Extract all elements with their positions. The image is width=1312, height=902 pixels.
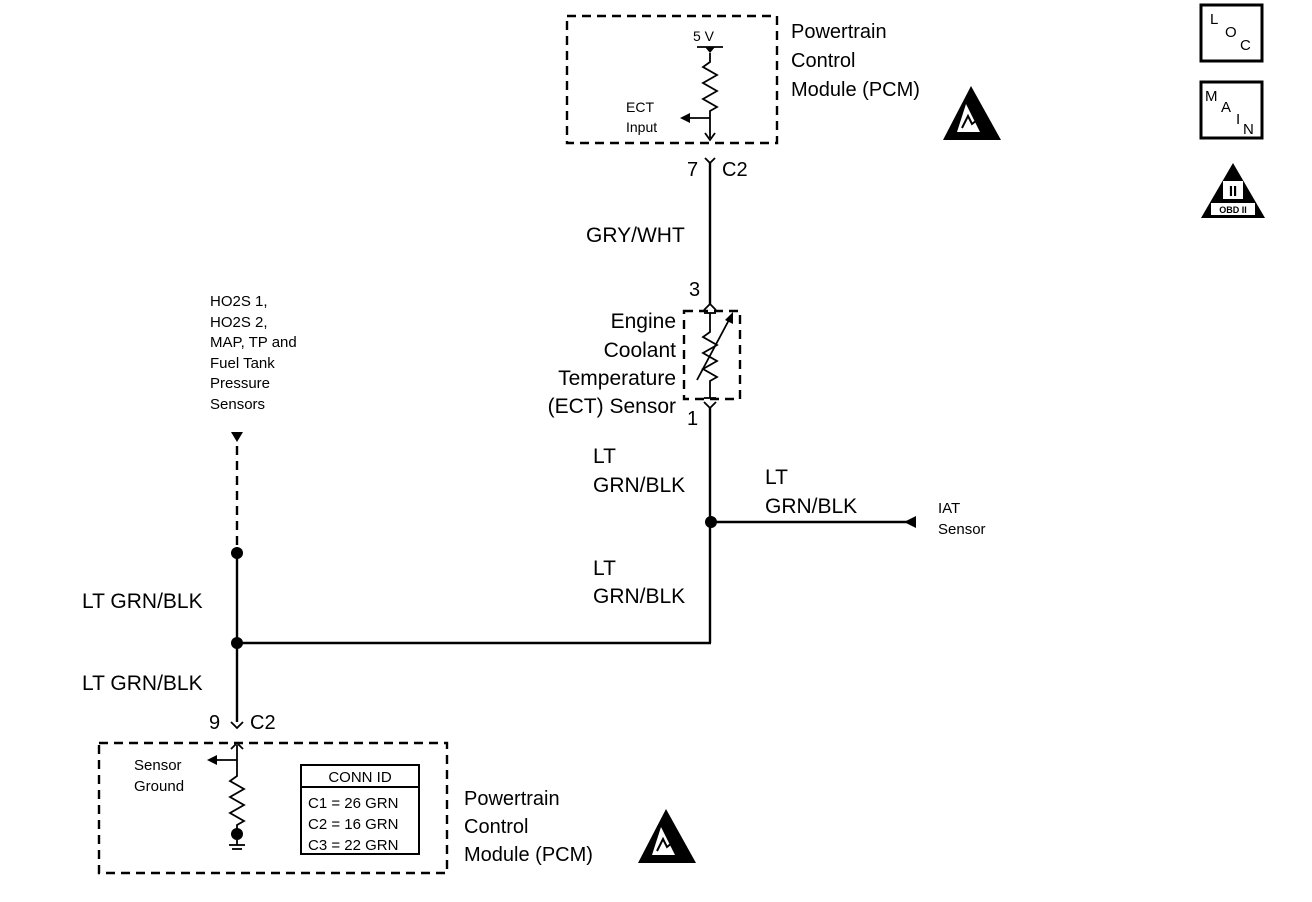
conn-id-table: CONN ID C1 = 26 GRN C2 = 16 GRN C3 = 22 … xyxy=(300,764,420,855)
svg-text:I: I xyxy=(1236,111,1240,128)
other-sensors-3: MAP, TP and xyxy=(210,334,297,351)
pin7-terminal-icon xyxy=(704,157,716,165)
ect-pin-3: 3 xyxy=(689,279,700,301)
ect-input-label-1: ECT xyxy=(626,99,654,115)
ect-input-arrow-icon xyxy=(680,113,690,123)
svg-text:N: N xyxy=(1243,121,1254,138)
conn-id-row-3: C3 = 22 GRN xyxy=(308,837,398,854)
loc-icon[interactable]: L O C xyxy=(1199,3,1264,63)
svg-text:L: L xyxy=(1210,11,1218,28)
sensor-ground-label-2: Ground xyxy=(134,778,184,795)
ect-label-3: Temperature xyxy=(558,367,676,390)
conn-id-row-2: C2 = 16 GRN xyxy=(308,816,398,833)
pcm-bottom-title-3: Module (PCM) xyxy=(464,844,593,866)
pin7-number: 7 xyxy=(687,159,698,181)
conn-id-title: CONN ID xyxy=(328,769,392,786)
pin9-connector: C2 xyxy=(250,712,276,734)
pcm-top-title-1: Powertrain xyxy=(791,21,887,43)
ect-label-4: (ECT) Sensor xyxy=(548,395,676,418)
ect-label-1: Engine xyxy=(611,310,676,333)
wire-ect-label-2: GRN/BLK xyxy=(593,474,685,497)
wire-left-lower-label: LT GRN/BLK xyxy=(82,672,203,695)
ect-terminal-top-icon xyxy=(703,302,717,311)
svg-text:II: II xyxy=(1229,183,1237,200)
conn-id-row-1: C1 = 26 GRN xyxy=(308,795,398,812)
ground-resistor-icon xyxy=(228,770,246,833)
ect-input-label-2: Input xyxy=(626,119,657,135)
svg-text:M: M xyxy=(1205,88,1218,105)
esd-warning-icon-top xyxy=(943,86,1001,140)
esd-warning-icon-bottom xyxy=(638,809,696,863)
pcm-top-title-3: Module (PCM) xyxy=(791,79,920,101)
pin9-number: 9 xyxy=(209,712,220,734)
5v-arrow-icon xyxy=(705,47,715,53)
pin7-connector: C2 xyxy=(722,159,748,181)
wire-left-upper-label: LT GRN/BLK xyxy=(82,590,203,613)
other-sensors-1: HO2S 1, xyxy=(210,293,268,310)
wire-gry-wht-label: GRY/WHT xyxy=(586,224,685,247)
pcm-bottom-title-2: Control xyxy=(464,816,528,838)
top-female-terminal-icon xyxy=(704,132,716,142)
other-sensors-arrow-icon xyxy=(231,432,243,442)
bottom-female-terminal-icon xyxy=(230,741,244,750)
ect-terminal-bottom-icon xyxy=(703,401,717,410)
other-sensors-5: Pressure xyxy=(210,375,270,392)
ect-pin-1: 1 xyxy=(687,408,698,430)
pcm-top-title-2: Control xyxy=(791,50,855,72)
wire-ect-label-1: LT xyxy=(593,445,616,468)
svg-text:A: A xyxy=(1221,99,1231,116)
iat-label-1: IAT xyxy=(938,500,960,517)
other-sensors-2: HO2S 2, xyxy=(210,314,268,331)
5v-label: 5 V xyxy=(693,28,715,44)
other-sensors-4: Fuel Tank xyxy=(210,355,275,372)
wire-iat-label-2: GRN/BLK xyxy=(765,495,857,518)
ect-label-2: Coolant xyxy=(604,339,677,362)
pin9-terminal-icon xyxy=(230,721,244,730)
obd-ii-icon[interactable]: II OBD II xyxy=(1201,163,1265,218)
svg-text:O: O xyxy=(1225,24,1237,41)
wire-splice-label-2: GRN/BLK xyxy=(593,585,685,608)
sensor-ground-arrow-icon xyxy=(207,755,217,765)
ect-variable-arrow-icon xyxy=(696,317,731,381)
ect-sensor-box xyxy=(682,309,742,401)
iat-label-2: Sensor xyxy=(938,521,986,538)
other-sensors-6: Sensors xyxy=(210,396,265,413)
wire-iat-label-1: LT xyxy=(765,466,788,489)
pcm-bottom-title-1: Powertrain xyxy=(464,788,560,810)
svg-text:OBD II: OBD II xyxy=(1219,205,1247,215)
splice-main xyxy=(231,637,243,649)
wire-splice-label-1: LT xyxy=(593,557,616,580)
sensor-ground-label-1: Sensor xyxy=(134,757,182,774)
svg-text:C: C xyxy=(1240,37,1251,54)
pcm-top-box xyxy=(565,14,779,145)
main-icon[interactable]: M A I N xyxy=(1199,80,1264,140)
pcm-bottom-box xyxy=(97,741,449,875)
pullup-resistor-icon xyxy=(701,53,719,138)
iat-arrow-icon xyxy=(904,516,916,528)
